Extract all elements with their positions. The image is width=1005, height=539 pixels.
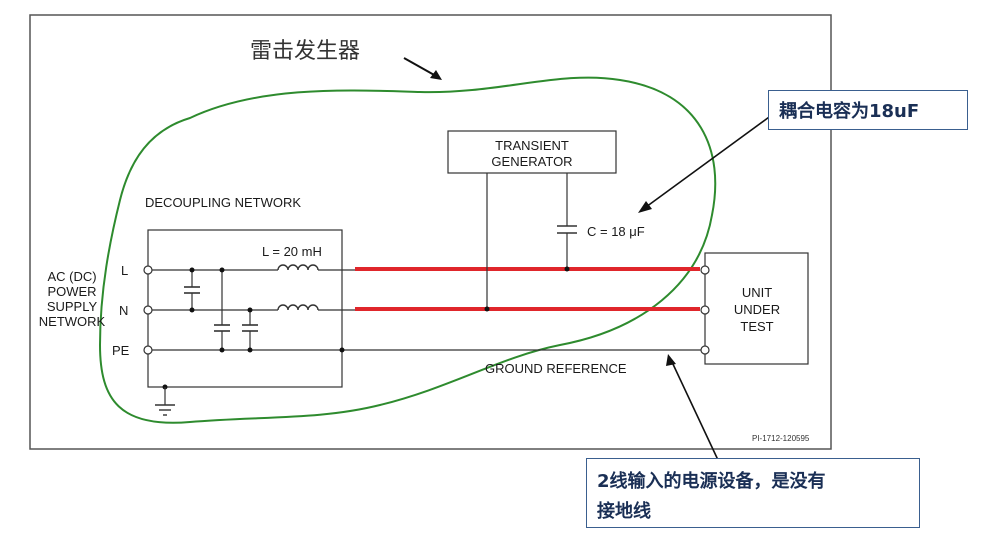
eut-terminal-l	[700, 265, 710, 275]
junction-dot	[189, 267, 195, 273]
power-callout-arrowhead	[666, 354, 676, 366]
junction-dot	[564, 266, 570, 272]
eut-line3: TEST	[740, 319, 773, 334]
inductor-label: L = 20 mH	[262, 244, 322, 259]
inductor-l	[277, 264, 319, 271]
power-callout-line1: 2线输入的电源设备，是没有	[597, 471, 826, 492]
terminal-l-label: L	[121, 263, 128, 278]
terminal-n	[143, 305, 153, 315]
figure-id: PI-1712-120595	[752, 434, 810, 443]
transient-generator-line1: TRANSIENT	[495, 138, 569, 153]
power-callout: 2线输入的电源设备，是没有 接地线	[586, 458, 920, 528]
decoupling-network-label: DECOUPLING NETWORK	[145, 195, 301, 210]
junction-dot	[189, 307, 195, 313]
power-supply-line3: SUPPLY	[47, 299, 98, 314]
figure-frame	[29, 14, 832, 450]
eut-terminal-n	[700, 305, 710, 315]
title-text: 雷击发生器	[250, 39, 360, 64]
terminal-pe-label: PE	[112, 343, 130, 358]
power-supply-line4: NETWORK	[39, 314, 106, 329]
cap3-gap	[244, 325, 256, 331]
capacitor-callout-arrowhead	[638, 201, 652, 213]
cap1-gap	[186, 287, 198, 293]
junction-dot	[484, 306, 490, 312]
capacitor-label: C = 18 μF	[587, 224, 645, 239]
junction-dot	[247, 347, 253, 353]
ground-reference-label: GROUND REFERENCE	[485, 361, 627, 376]
transient-generator-line2: GENERATOR	[491, 154, 572, 169]
junction-dot	[219, 267, 225, 273]
eut-line1: UNIT	[742, 285, 772, 300]
junction-dot	[219, 347, 225, 353]
junction-dot	[247, 307, 253, 313]
capacitor-callout: 耦合电容为18uF	[768, 90, 968, 130]
transient-generator-box	[447, 130, 617, 174]
terminal-pe	[143, 345, 153, 355]
cap2-gap	[216, 325, 228, 331]
power-callout-arrow	[671, 361, 719, 461]
power-callout-line2: 接地线	[597, 501, 651, 522]
junction-dot	[339, 347, 345, 353]
power-supply-line1: AC (DC)	[47, 269, 96, 284]
terminal-l	[143, 265, 153, 275]
terminal-n-label: N	[119, 303, 128, 318]
unit-under-test-box	[704, 252, 809, 365]
capacitor-callout-arrow	[645, 111, 777, 208]
eut-terminal-pe	[700, 345, 710, 355]
capacitor-callout-text: 耦合电容为18uF	[779, 101, 920, 122]
inductor-n	[277, 304, 319, 311]
eut-line2: UNDER	[734, 302, 780, 317]
power-supply-line2: POWER	[47, 284, 96, 299]
title-arrow	[403, 57, 437, 77]
title-arrowhead	[430, 70, 442, 80]
